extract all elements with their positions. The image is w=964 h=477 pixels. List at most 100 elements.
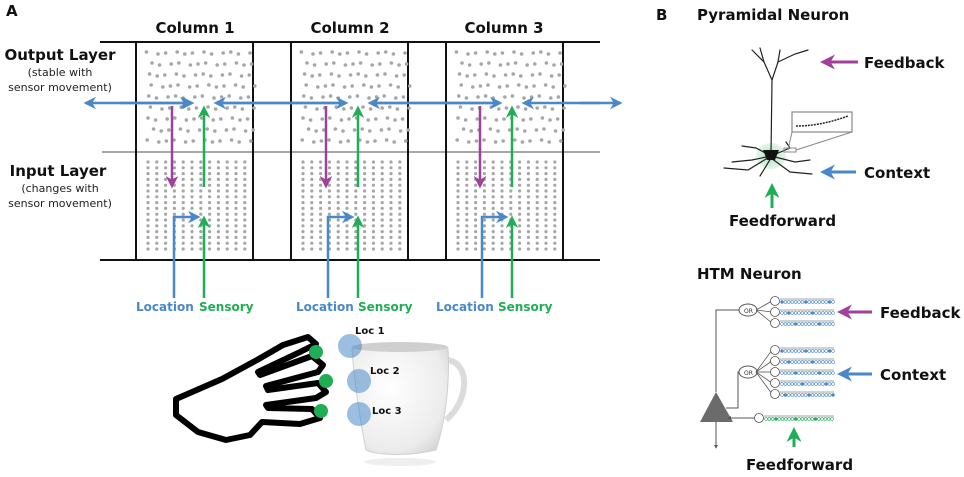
input-neuron-dot	[398, 235, 402, 239]
input-neuron-dot	[181, 218, 185, 222]
input-neuron-dot	[500, 206, 504, 210]
input-neuron-dot	[491, 201, 495, 205]
input-neuron-dot	[172, 183, 176, 187]
output-neuron-dot	[370, 63, 375, 67]
output-neuron-dot	[459, 83, 464, 87]
input-neuron-dot	[389, 218, 393, 222]
output-neuron-dot	[474, 139, 479, 143]
input-neuron-dot	[181, 166, 185, 170]
input-neuron-dot	[389, 160, 393, 164]
fingertip-sensor-2	[319, 374, 333, 388]
output-neuron-dot	[302, 72, 307, 76]
output-neuron-dot	[491, 96, 496, 100]
output-neuron-dot	[302, 94, 306, 98]
input-neuron-dot	[363, 183, 367, 187]
output-neuron-dot	[203, 61, 208, 65]
input-neuron-dot	[389, 247, 393, 251]
input-neuron-dot	[380, 160, 384, 164]
mug-shadow	[364, 458, 436, 466]
output-neuron-dot	[193, 95, 197, 99]
output-neuron-dot	[337, 74, 341, 78]
input-neuron-dot	[363, 235, 367, 239]
input-neuron-dot	[553, 189, 557, 193]
output-neuron-dot	[175, 50, 179, 54]
output-neuron-dot	[513, 61, 518, 65]
output-neuron-dot	[392, 140, 397, 144]
input-neuron-dot	[225, 201, 229, 205]
input-neuron-dot	[319, 166, 323, 170]
input-neuron-dot	[319, 177, 323, 181]
htm-feedback-synapse	[804, 300, 808, 304]
output-neuron-dot	[362, 83, 366, 87]
input-neuron-dot	[319, 241, 323, 245]
input-neuron-dot	[482, 201, 486, 205]
output-neuron-dot	[483, 116, 487, 120]
input-neuron-dot	[190, 160, 194, 164]
input-neuron-dot	[380, 183, 384, 187]
input-neuron-dot	[181, 247, 185, 251]
input-neuron-dot	[465, 177, 469, 181]
output-neuron-dot	[506, 62, 510, 66]
output-neuron-dot	[237, 140, 241, 144]
input-neuron-dot	[225, 183, 229, 187]
htm-feedback-synapse	[807, 311, 811, 315]
output-neuron-dot	[497, 107, 501, 111]
output-neuron-dot	[454, 50, 459, 54]
input-neuron-dot	[465, 183, 469, 187]
htm-feedback-synapse	[780, 300, 784, 304]
input-neuron-dot	[456, 201, 460, 205]
output-neuron-dot	[394, 96, 398, 100]
output-neuron-dot	[145, 138, 149, 142]
output-neuron-dot	[383, 72, 387, 76]
output-neuron-dot	[318, 73, 322, 77]
input-neuron-dot	[319, 247, 323, 251]
input-neuron-dot	[398, 224, 402, 228]
input-neuron-dot	[509, 201, 513, 205]
input-neuron-dot	[208, 172, 212, 176]
input-neuron-dot	[456, 183, 460, 187]
output-neuron-dot	[323, 84, 328, 88]
htm-feedforward-synapse	[797, 417, 801, 421]
output-layer-sub1: (stable with	[28, 66, 93, 79]
input-neuron-dot	[465, 172, 469, 176]
input-neuron-dot	[319, 183, 323, 187]
input-neuron-dot	[181, 172, 185, 176]
output-neuron-dot	[249, 62, 254, 66]
input-neuron-dot	[336, 189, 340, 193]
input-neuron-dot	[526, 201, 531, 205]
input-neuron-dot	[389, 195, 393, 199]
htm-context-synapse	[793, 349, 798, 353]
output-neuron-dot	[222, 84, 226, 88]
input-neuron-dot	[465, 241, 469, 245]
htm-feedback-synapse	[783, 311, 788, 315]
output-neuron-dot	[191, 139, 195, 143]
output-neuron-dot	[493, 140, 498, 144]
input-neuron-dot	[190, 235, 194, 239]
input-neuron-dot	[234, 218, 238, 222]
input-neuron-dot	[500, 195, 504, 199]
input-neuron-dot	[553, 212, 557, 216]
input-neuron-dot	[474, 241, 478, 245]
output-neuron-dot	[520, 140, 525, 144]
input-neuron-dot	[491, 241, 495, 245]
htm-context-synapse	[831, 360, 835, 364]
htm-context-synapse	[793, 382, 798, 386]
input-neuron-dot	[354, 230, 358, 234]
htm-feedback-synapse	[800, 322, 805, 326]
input-neuron-dot	[216, 212, 220, 216]
output-neuron-dot	[393, 118, 397, 122]
output-neuron-dot	[461, 127, 466, 131]
output-neuron-dot	[176, 83, 180, 87]
output-neuron-dot	[361, 105, 365, 109]
input-neuron-dot	[544, 224, 548, 228]
output-neuron-dot	[486, 83, 490, 87]
pyramidal-context-label: Context	[864, 164, 930, 182]
input-neuron-dot	[354, 183, 358, 187]
input-neuron-dot	[225, 189, 229, 193]
input-neuron-dot	[465, 160, 469, 164]
input-neuron-dot	[535, 160, 539, 164]
input-neuron-dot	[535, 206, 539, 210]
output-neuron-dot	[349, 106, 354, 110]
htm-context-synapse	[827, 382, 832, 386]
input-neuron-dot	[398, 160, 402, 164]
